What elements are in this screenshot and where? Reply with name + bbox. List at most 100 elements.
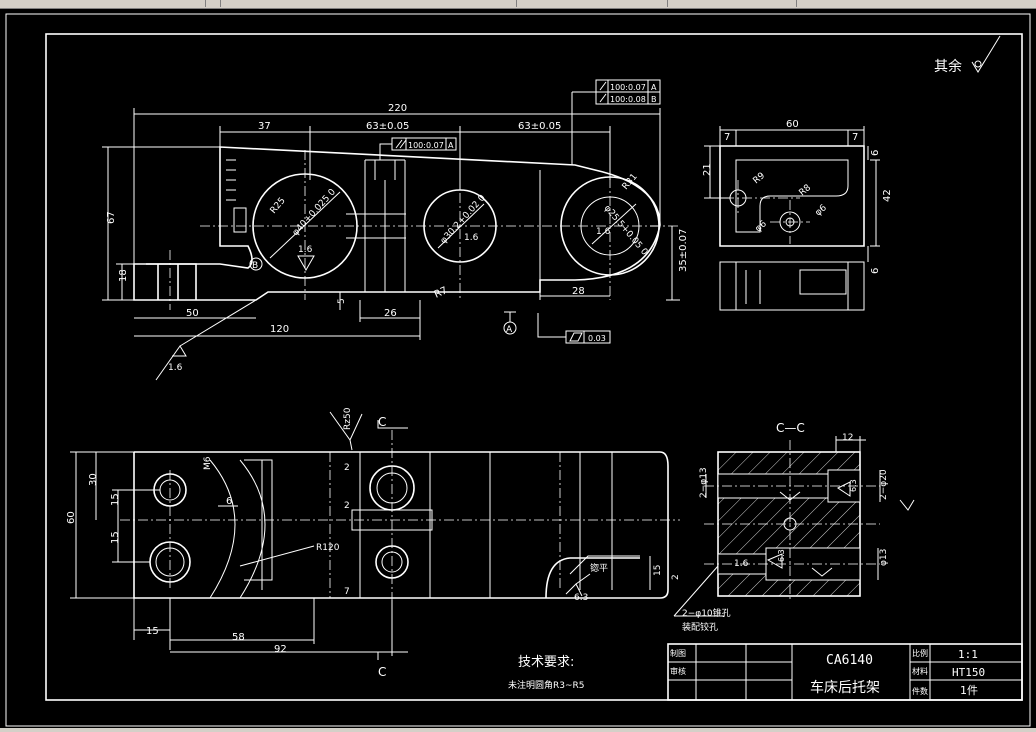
dimension-label: 比例 <box>912 648 928 658</box>
side-view: 60 7 7 21 42 6 6 R9 R8 φ6 φ6 <box>702 119 893 311</box>
window-toolbar <box>0 0 1036 9</box>
dimension-label: A <box>651 83 657 92</box>
dimension-label: C <box>378 415 386 429</box>
dimension-label: 5 <box>337 298 347 304</box>
dimension-label: 材料 <box>912 666 928 676</box>
dimension-label: 技术要求: <box>518 655 574 670</box>
dimension-label: 6.3 <box>777 549 786 562</box>
flatness-icon <box>569 332 583 342</box>
dimension-label: 60 <box>786 119 799 130</box>
dimension-label: 2 <box>344 501 350 511</box>
dimension-label: 制图 <box>670 648 686 658</box>
dimension-label: 6 <box>226 496 232 507</box>
dimension-label: A <box>448 141 454 150</box>
outer-border <box>5 13 1031 727</box>
dimension-label: 18 <box>118 269 129 282</box>
dimension-label: 15 <box>110 531 121 544</box>
dimension-label: 装配铰孔 <box>682 621 718 633</box>
dimension-label: 15 <box>653 565 663 576</box>
dimension-label: 1:1 <box>958 648 978 661</box>
dimension-label: 2 <box>344 463 350 473</box>
tolerance-frame-flatness: 0.03 <box>537 313 611 344</box>
dimension-label: 60 <box>66 511 77 524</box>
dimension-label: 1.6 <box>464 233 479 243</box>
dimension-label: R9 <box>752 171 768 187</box>
dimension-label: φ6 <box>814 203 830 218</box>
roughness-symbol-icon <box>971 35 1001 73</box>
dimension-label: 2−φ13 <box>699 467 709 498</box>
dimension-label: 2−φ20 <box>879 469 889 500</box>
dimension-label: CA6140 <box>826 653 873 668</box>
dimension-label: C <box>378 665 386 679</box>
dimension-label: 6 <box>870 268 881 274</box>
roughness-symbol-icon <box>565 573 591 597</box>
front-view: C C Rz50 M6 30 15 15 60 6 R120 15 58 92 … <box>66 407 681 679</box>
dimension-label: 100:0.07 <box>408 141 444 150</box>
dimension-label: C—C <box>776 421 805 435</box>
toolbar-segment[interactable] <box>206 0 221 7</box>
dimension-label: Rz50 <box>343 407 353 430</box>
dimension-label: 220 <box>388 103 407 114</box>
dimension-label: 7 <box>344 587 350 597</box>
dimension-label: 42 <box>882 189 893 202</box>
dimension-label: M6 <box>203 456 213 470</box>
toolbar-segment[interactable] <box>668 0 797 7</box>
dimension-label: φ40+0.025 0 <box>291 187 338 238</box>
datum-b-icon <box>249 257 263 271</box>
dimension-label: 12 <box>842 433 853 443</box>
dimension-label: B <box>651 95 657 104</box>
inner-frame <box>45 33 1023 701</box>
dimension-label: 1件 <box>960 684 978 697</box>
window-statusbar <box>0 728 1036 732</box>
dimension-label: A <box>506 325 513 335</box>
dimension-label: 21 <box>702 163 713 176</box>
dimension-label: R31 <box>621 172 640 192</box>
dimension-label: 15 <box>146 626 159 637</box>
dimension-label: 28 <box>572 286 585 297</box>
dimension-label: HT150 <box>952 666 985 679</box>
dimension-label: R25 <box>269 196 288 216</box>
dimension-label: 锪平 <box>590 562 608 574</box>
roughness-symbol-icon <box>766 481 915 577</box>
top-view: 220 37 63±0.05 63±0.05 67 18 50 120 26 2… <box>102 79 689 381</box>
dimension-label: 100:0.08 <box>610 95 646 104</box>
dimension-label: 车床后托架 <box>810 679 880 696</box>
general-roughness-note: 其余 <box>934 35 1001 75</box>
roughness-symbol-icon <box>297 255 315 272</box>
dimension-label: 其余 <box>934 58 962 75</box>
dimension-label: 1.6 <box>734 559 749 569</box>
dimension-label: 2 <box>671 574 681 580</box>
dimension-label: 6.3 <box>574 593 588 603</box>
dimension-label: 35±0.07 <box>678 229 689 272</box>
toolbar-segment[interactable] <box>0 0 206 7</box>
dimension-label: 92 <box>274 644 287 655</box>
dimension-label: R120 <box>316 543 340 553</box>
dimension-label: 6.3 <box>849 479 858 492</box>
dimension-label: 100:0.07 <box>610 83 646 92</box>
dimension-label: B <box>252 261 258 271</box>
dimension-label: 0.03 <box>588 334 606 343</box>
dimension-label: 67 <box>106 211 117 224</box>
section-c-c: C—C 12 2−φ13 2−φ20 φ13 6.3 6.3 1.6 2−φ10… <box>673 421 915 633</box>
toolbar-segment[interactable] <box>517 0 668 7</box>
dimension-label: 26 <box>384 308 397 319</box>
dimension-label: 1.6 <box>596 227 611 237</box>
dimension-label: 63±0.05 <box>366 121 409 132</box>
dimension-label: 审核 <box>670 666 686 676</box>
technical-requirements: 技术要求: 未注明圆角R3~R5 <box>508 655 585 691</box>
dimension-label: 6 <box>870 150 881 156</box>
dimension-label: 7 <box>852 132 858 143</box>
dimension-label: 15 <box>110 493 121 506</box>
dimension-label: 50 <box>186 308 199 319</box>
roughness-symbol-icon <box>329 411 363 451</box>
dimension-label: 63±0.05 <box>518 121 561 132</box>
dimension-label: 7 <box>724 132 730 143</box>
tolerance-frame-mid: 100:0.07 A <box>379 137 457 160</box>
tolerance-frame-top: 100:0.07 A 100:0.08 B <box>571 79 661 165</box>
dimension-label: 件数 <box>912 686 928 696</box>
title-block: 制图 审核 CA6140 车床后托架 比例 材料 件数 1:1 HT150 1件 <box>667 643 1023 701</box>
dimension-label: φ13 <box>879 549 889 566</box>
toolbar-segment[interactable] <box>221 0 517 7</box>
dimension-label: 2−φ10锥孔 <box>682 607 731 619</box>
